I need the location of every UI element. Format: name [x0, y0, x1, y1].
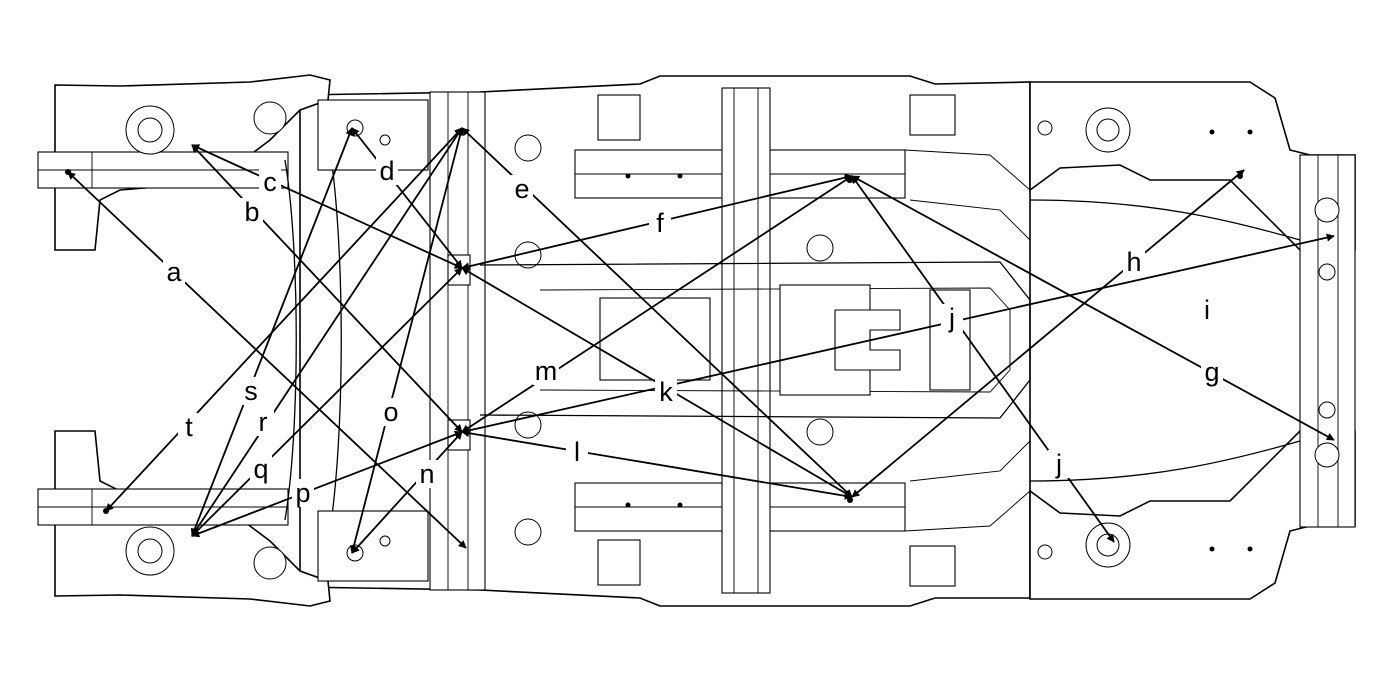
callout-j-lower: j [1048, 449, 1070, 479]
callout-n: n [416, 459, 438, 489]
leader-t [105, 127, 463, 512]
callout-r: r [252, 407, 274, 437]
callout-t: t [178, 412, 200, 442]
callout-h: h [1123, 247, 1145, 277]
leader-l [461, 429, 853, 500]
callout-c: c [259, 167, 281, 197]
svg-text:h: h [1126, 247, 1141, 277]
svg-text:p: p [295, 478, 310, 508]
seat-crossmember [721, 87, 771, 594]
svg-text:k: k [659, 377, 673, 407]
callout-s: s [240, 376, 262, 406]
callout-k: k [655, 377, 677, 407]
svg-text:s: s [244, 376, 258, 406]
callout-p: p [292, 478, 314, 508]
callout-d: d [376, 156, 398, 186]
callout-f: f [649, 208, 671, 238]
callout-b: b [241, 197, 263, 227]
svg-text:f: f [656, 208, 664, 238]
callout-o: o [380, 397, 402, 427]
svg-text:j: j [1055, 449, 1062, 479]
callout-i: i [1196, 295, 1218, 325]
svg-text:l: l [574, 437, 580, 467]
svg-text:t: t [185, 412, 193, 442]
svg-text:m: m [535, 356, 558, 386]
svg-text:i: i [1204, 295, 1210, 325]
svg-text:n: n [419, 459, 434, 489]
svg-text:d: d [379, 156, 394, 186]
callout-l: l [566, 437, 588, 467]
svg-text:o: o [383, 397, 398, 427]
callout-g: g [1201, 357, 1223, 387]
svg-text:r: r [259, 407, 268, 437]
svg-text:g: g [1204, 357, 1219, 387]
left-mount-lower [317, 510, 429, 582]
leader-m [461, 175, 853, 433]
callout-labels: a b c d e f g h i j j k l m n o p q r s … [163, 156, 1223, 508]
left-mount-upper [317, 99, 429, 171]
svg-text:a: a [166, 257, 182, 287]
svg-text:j: j [948, 303, 955, 333]
callout-m: m [533, 356, 559, 386]
callout-j-upper: j [941, 303, 963, 333]
svg-text:e: e [514, 174, 529, 204]
dash-crossmember [429, 91, 486, 591]
svg-text:q: q [253, 454, 268, 484]
svg-text:c: c [263, 167, 277, 197]
callout-a: a [163, 257, 185, 287]
vehicle-underbody [37, 74, 1356, 607]
callout-q: q [250, 454, 272, 484]
leader-j-upper [851, 175, 1115, 543]
svg-text:b: b [244, 197, 259, 227]
callout-e: e [511, 174, 533, 204]
